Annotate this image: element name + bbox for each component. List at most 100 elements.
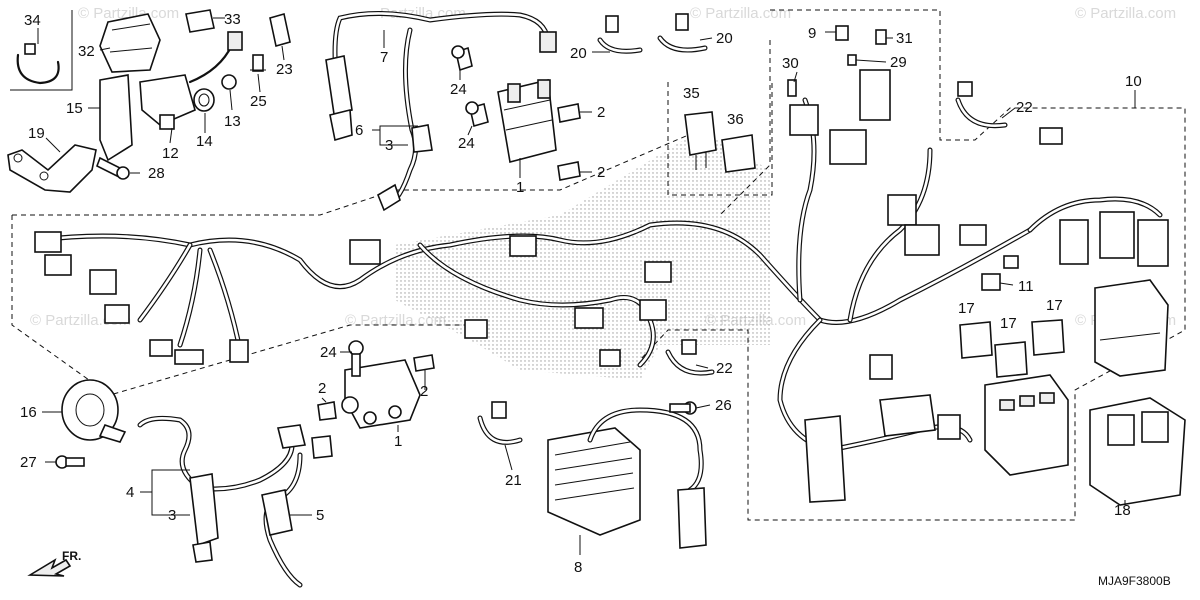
callout-14: 14 <box>196 133 213 150</box>
callout-24b: 24 <box>458 135 475 152</box>
callout-36: 36 <box>727 111 744 128</box>
frame-34 <box>10 10 73 91</box>
fuse-31 <box>875 29 887 45</box>
callout-12: 12 <box>162 145 179 162</box>
callout-24a: 24 <box>450 81 467 98</box>
callout-17c: 17 <box>1046 297 1063 314</box>
bolt-25 <box>250 54 266 72</box>
fuse-box <box>1094 279 1169 377</box>
fuse-9 <box>835 25 849 41</box>
callout-26: 26 <box>715 397 732 414</box>
callout-2c: 2 <box>318 380 326 397</box>
callout-1a: 1 <box>516 179 524 196</box>
bolt-27 <box>55 455 85 469</box>
relay-17-c <box>1031 319 1065 356</box>
callout-1b: 1 <box>394 433 402 450</box>
callout-10: 10 <box>1125 73 1142 90</box>
relay-box-12 <box>139 31 243 130</box>
leader-lines <box>37 17 1136 555</box>
callout-17a: 17 <box>958 300 975 317</box>
ignition-wire-7 <box>325 11 557 212</box>
callout-4: 4 <box>126 484 134 501</box>
bracket-19 <box>7 144 97 193</box>
fuse-box-main <box>984 374 1069 476</box>
callout-20a: 20 <box>570 45 587 62</box>
clip-2-upper <box>557 103 581 123</box>
callout-31: 31 <box>896 30 913 47</box>
callout-3a: 3 <box>385 137 393 154</box>
main-wire-harness <box>34 69 1169 503</box>
bracket-15 <box>99 74 133 162</box>
clip-2-low-right <box>413 354 435 372</box>
callout-3b: 3 <box>168 507 176 524</box>
band-22-top <box>955 81 1008 129</box>
band-20-left <box>597 15 643 54</box>
ignition-coil-1-upper <box>497 79 557 163</box>
rubber-cover-32 <box>99 13 161 73</box>
clip-23 <box>269 12 291 48</box>
callout-33: 33 <box>224 11 241 28</box>
callout-7: 7 <box>380 49 388 66</box>
callout-29: 29 <box>890 54 907 71</box>
relay-35 <box>684 111 717 170</box>
fuse-30 <box>787 79 797 97</box>
watermark: © Partzilla.com <box>690 5 791 22</box>
callout-16: 16 <box>20 404 37 421</box>
callout-2a: 2 <box>597 104 605 121</box>
callout-28: 28 <box>148 165 165 182</box>
callout-21: 21 <box>505 472 522 489</box>
cushion-14 <box>193 88 215 112</box>
clip-33 <box>185 9 215 33</box>
callout-6: 6 <box>355 122 363 139</box>
shaded-area <box>395 130 770 380</box>
regulator-rectifier-8 <box>547 407 707 549</box>
callout-15: 15 <box>66 100 83 117</box>
frame-main-left <box>11 215 470 396</box>
callout-27: 27 <box>20 454 37 471</box>
horn-16 <box>61 379 127 443</box>
callout-32: 32 <box>78 43 95 60</box>
callout-30: 30 <box>782 55 799 72</box>
diode-36 <box>721 134 756 173</box>
connector-11 <box>981 255 1019 291</box>
clip-2-middle <box>557 161 581 181</box>
callout-11: 11 <box>1018 278 1034 295</box>
frame-fuse-box <box>719 40 771 216</box>
plug-cap-5 <box>261 452 303 588</box>
front-direction-indicator: FR. <box>27 549 81 577</box>
callout-19: 19 <box>28 125 45 142</box>
callout-23: 23 <box>276 61 293 78</box>
bolt-24-low <box>348 340 364 377</box>
bolt-24-mid <box>465 101 489 128</box>
band-22-bottom <box>665 339 715 376</box>
callout-24c: 24 <box>320 344 337 361</box>
callout-2d: 2 <box>420 383 428 400</box>
relay-17-b <box>994 341 1028 378</box>
front-label: FR. <box>62 549 81 563</box>
callout-34: 34 <box>24 12 41 29</box>
callout-35: 35 <box>683 85 700 102</box>
callout-22b: 22 <box>716 360 733 377</box>
bolt-28 <box>95 156 130 180</box>
callout-numbers: 34 32 33 15 19 28 12 14 13 25 23 7 6 3 2… <box>20 11 1171 588</box>
control-unit-18 <box>1089 397 1186 506</box>
fuse-29 <box>847 54 857 66</box>
callout-20b: 20 <box>716 30 733 47</box>
bolt-26 <box>669 401 697 415</box>
relay-17-a <box>959 321 993 359</box>
watermark: © Partzilla.com <box>1075 5 1176 22</box>
callout-22a: 22 <box>1016 99 1033 116</box>
frame-fuse-top <box>639 9 1186 521</box>
ignition-coil-1-lower <box>341 359 421 429</box>
callout-9: 9 <box>808 25 816 42</box>
band-20-right <box>657 13 708 53</box>
callout-5: 5 <box>316 507 324 524</box>
collar-13 <box>221 74 237 90</box>
diagram-code: MJA9F3800B <box>1098 574 1171 588</box>
clamp-34 <box>16 43 60 85</box>
callout-18: 18 <box>1114 502 1131 519</box>
band-21 <box>477 401 523 445</box>
callout-2b: 2 <box>597 164 605 181</box>
frame-relay-35-36 <box>667 82 773 196</box>
